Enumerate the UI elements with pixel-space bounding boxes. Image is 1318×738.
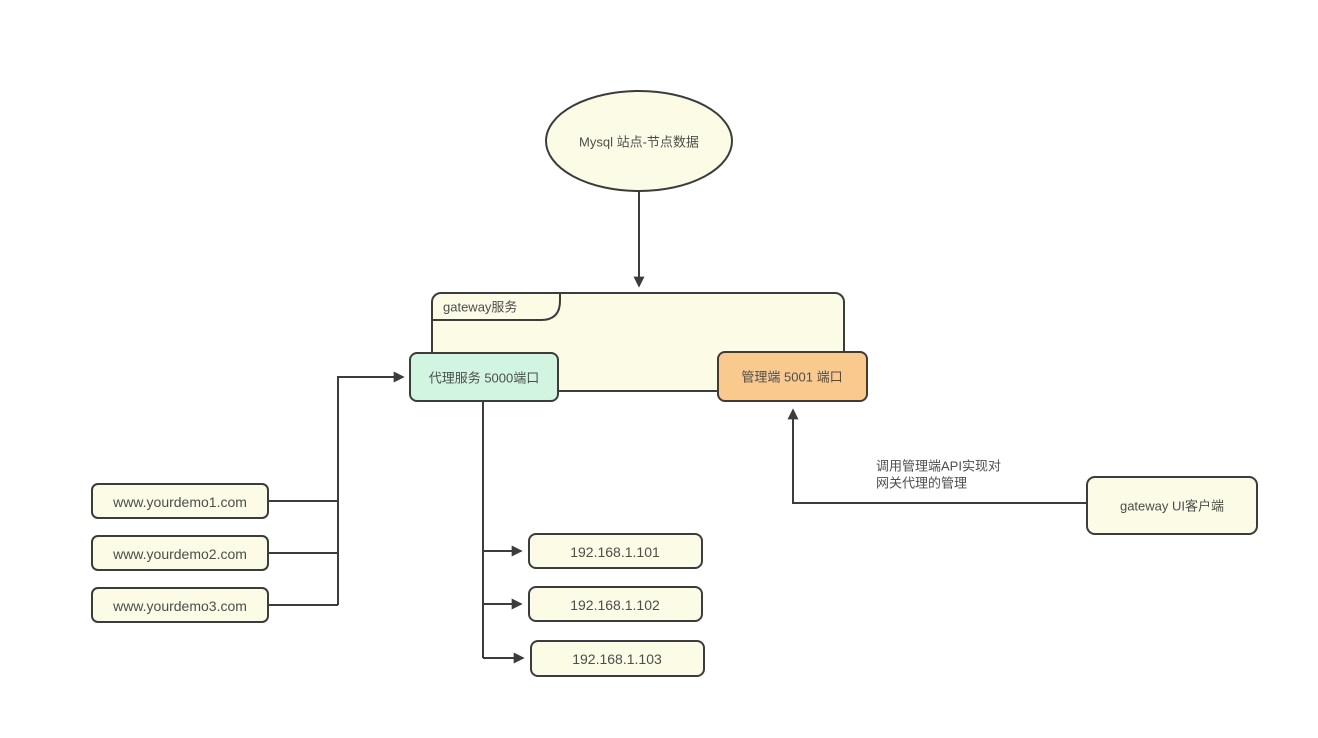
- proxy-service-label: 代理服务 5000端口: [429, 371, 540, 386]
- backend-box-1[interactable]: [528, 533, 703, 569]
- mysql-node[interactable]: [545, 90, 733, 192]
- backend-label-3: 192.168.1.103: [572, 651, 662, 667]
- backend-box-2[interactable]: [528, 586, 703, 622]
- backend-label-1: 192.168.1.101: [570, 544, 660, 560]
- domain-box-1[interactable]: [91, 483, 269, 519]
- proxy-service-box[interactable]: [409, 352, 559, 402]
- gateway-frame-tab: [433, 294, 561, 321]
- domain-label-3: www.yourdemo3.com: [112, 598, 247, 614]
- domain-node-2[interactable]: www.yourdemo2.com: [91, 535, 269, 571]
- edge-uiclient-to-admin: [787, 408, 1087, 504]
- domain-node-3[interactable]: www.yourdemo3.com: [91, 587, 269, 623]
- backend-box-3[interactable]: [530, 640, 705, 677]
- domain-label-2: www.yourdemo2.com: [112, 546, 247, 562]
- admin-service-box[interactable]: [717, 351, 868, 402]
- gateway-frame-label: gateway服务: [443, 300, 517, 315]
- ui-client-label: gateway UI客户端: [1120, 499, 1224, 514]
- domain-node-1[interactable]: www.yourdemo1.com: [91, 483, 269, 519]
- edge-annotation-line1: 调用管理端API实现对: [876, 459, 1001, 474]
- admin-service-label: 管理端 5001 端口: [741, 370, 842, 385]
- backend-node-1[interactable]: 192.168.1.101: [528, 533, 703, 569]
- edge-domains-to-proxy: [337, 371, 405, 605]
- backend-node-2[interactable]: 192.168.1.102: [528, 586, 703, 622]
- backend-label-2: 192.168.1.102: [570, 597, 660, 613]
- edge-annotation-line2: 网关代理的管理: [876, 476, 967, 491]
- ui-client-box[interactable]: [1086, 476, 1258, 535]
- mysql-node-label: Mysql 站点-节点数据: [579, 135, 699, 150]
- domain-label-1: www.yourdemo1.com: [112, 494, 247, 510]
- backend-node-3[interactable]: 192.168.1.103: [530, 640, 705, 677]
- domain-box-2[interactable]: [91, 535, 269, 571]
- domain-box-3[interactable]: [91, 587, 269, 623]
